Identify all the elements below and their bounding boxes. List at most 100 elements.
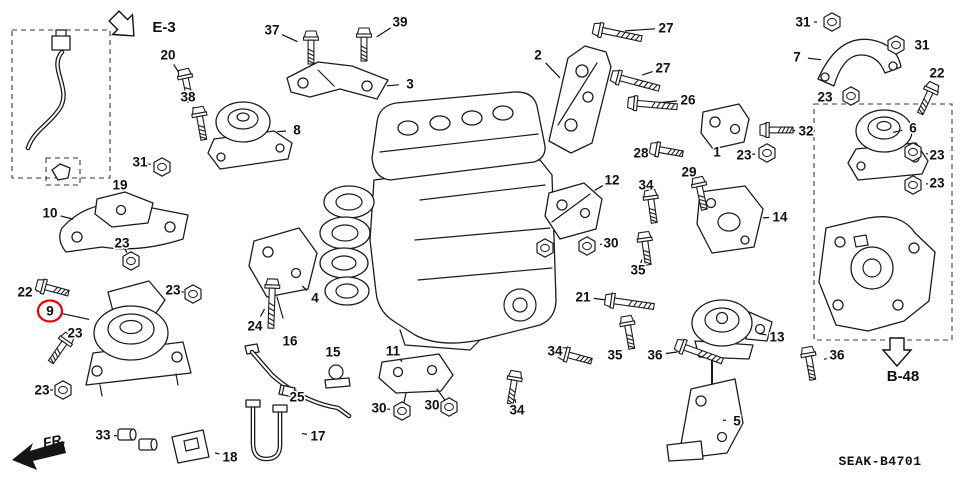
callout-5: 5 [722,412,743,430]
callout-27: 27 [609,59,672,97]
callout-24: 24 [246,278,281,335]
bolt-icon [626,94,679,115]
callout-number: 37 [264,23,279,38]
bolt-icon [641,188,663,225]
bolt-icon [618,314,640,351]
callout-29: 29 [680,163,713,212]
bolt-icon [502,369,524,406]
callout-number: 17 [310,429,325,444]
callout-number: 34 [547,344,563,359]
leader-line [276,130,287,133]
callout-21: 21 [574,288,656,315]
part-2-bracket [548,45,612,154]
callout-23: 23 [904,142,946,164]
callout-34: 34 [637,176,663,225]
part-18-bracket [171,429,210,464]
callout-number: 14 [772,210,788,225]
callout-20: 20 [159,46,199,104]
leader-line [642,71,653,76]
leader-line [824,357,827,360]
callout-30: 30 [423,396,458,417]
bolt-icon [912,79,942,118]
callout-number: 38 [180,90,196,105]
leader-line [214,452,220,455]
callout-37: 37 [263,21,319,65]
leader-line [665,351,678,355]
leader-line [594,185,603,192]
leader-line [178,290,184,293]
callout-number: 20 [160,48,175,63]
callout-number: 23 [736,148,752,163]
nut-icon [184,284,202,304]
leader-line [514,399,517,403]
callout-number: 23 [34,383,50,398]
callout-2: 2 [533,46,561,79]
bolt-icon [34,276,71,301]
nut-icon [758,143,776,163]
nut-icon [393,401,411,421]
callout-23: 23 [904,174,946,195]
callout-9: 9 [36,299,90,323]
nut-icon [887,35,905,55]
part-5-mount-bracket [666,356,744,462]
b48-arrow-icon [882,337,912,367]
callout-number: 13 [769,330,785,345]
callout-number: 23 [817,90,833,105]
leader-line [301,285,308,291]
callout-25: 25 [288,388,307,406]
callout-22: 22 [912,64,946,118]
bolt-icon [303,30,319,65]
bolt-icon [635,230,657,267]
engine-illustration [319,91,557,351]
bolt-icon [759,122,794,138]
callout-23: 23 [113,234,140,271]
callout-number: 32 [798,124,813,139]
callout-number: 11 [386,344,401,359]
part-1-bracket [700,103,750,150]
callout-14: 14 [762,208,789,226]
callout-4: 4 [301,285,321,307]
callout-23: 23 [164,281,202,304]
callout-number: 23 [165,283,181,298]
nut-icon [54,380,72,400]
leader-line [386,84,400,87]
callout-number: 15 [325,345,341,360]
callout-number: 28 [633,146,649,161]
callout-26: 26 [626,91,697,115]
callout-13: 13 [758,328,786,346]
nut-icon [536,238,554,258]
callout-19: 19 [111,176,129,194]
callout-number: 12 [604,173,619,188]
callout-30: 30 [578,234,620,256]
part-11-bracket [378,353,454,408]
callout-35: 35 [629,230,657,279]
callout-34: 34 [546,342,594,369]
callout-3: 3 [386,75,416,93]
callout-10: 10 [41,204,74,222]
callout-23: 23 [44,324,84,367]
leader-line [376,27,392,38]
callout-number: 35 [630,263,646,278]
leader-line [259,308,266,317]
callout-35: 35 [606,314,640,364]
callout-number: 4 [311,291,319,306]
callout-number: 30 [424,398,439,413]
callout-38: 38 [179,88,212,142]
leader-line [758,333,767,336]
bolt-icon [591,20,644,47]
leader-line [399,359,403,363]
callout-number: 36 [829,348,845,363]
callout-number: 7 [793,50,801,65]
nut-icon [842,86,860,106]
callout-number: 16 [282,334,298,349]
nut-icon [578,236,596,256]
callout-number: 2 [534,48,542,63]
fr-label: FR. [41,431,66,451]
callout-8: 8 [276,121,303,139]
callout-number: 1 [713,145,721,160]
callout-number: 8 [293,123,301,138]
callout-number: 34 [509,403,525,418]
callout-33: 33 [94,426,118,444]
callout-number: 23 [929,176,945,191]
